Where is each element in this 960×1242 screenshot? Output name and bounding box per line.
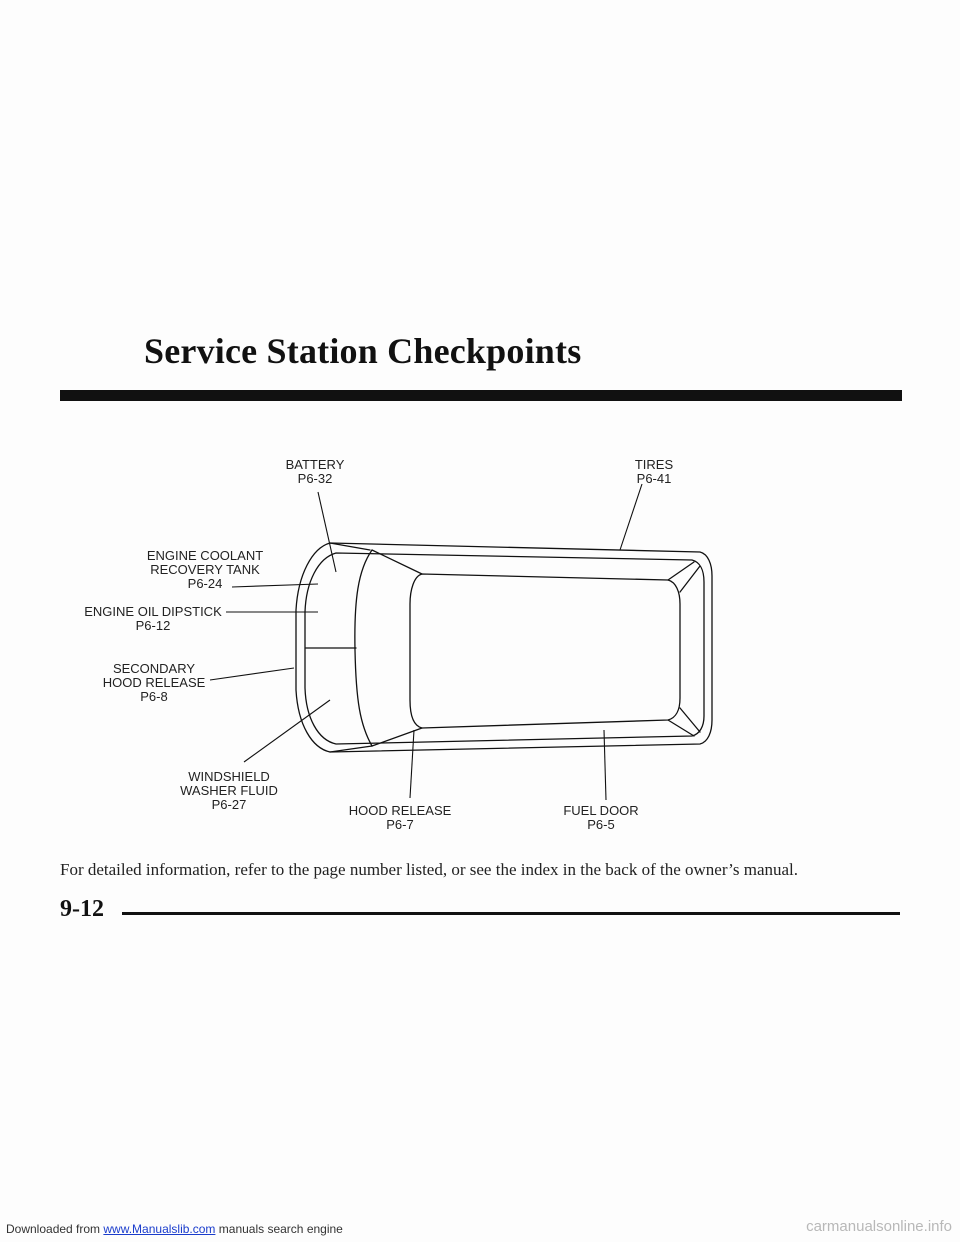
battery-label: BATTERY P6-32 — [286, 458, 345, 486]
oil-dipstick-label-name: ENGINE OIL DIPSTICK — [84, 604, 222, 619]
footer-suffix: manuals search engine — [215, 1222, 343, 1236]
leader-battery — [317, 491, 337, 573]
secondary-hood-label-line2: HOOD RELEASE — [102, 675, 206, 690]
fuel-door-label: FUEL DOOR P6-5 — [563, 804, 638, 832]
leader-secondary-hood — [209, 667, 295, 681]
fuel-door-label-ref: P6-5 — [587, 817, 615, 832]
tires-label-name: TIRES — [634, 457, 674, 472]
page-title: Service Station Checkpoints — [144, 331, 582, 371]
title-rule — [60, 390, 902, 401]
roof-front-upper — [371, 549, 423, 575]
engine-coolant-label: ENGINE COOLANT RECOVERY TANK P6-24 — [147, 549, 263, 591]
leader-hood-release — [409, 729, 415, 799]
engine-coolant-label-line1: ENGINE COOLANT — [146, 548, 264, 563]
footer-prefix: Downloaded from — [6, 1222, 104, 1236]
washer-fluid-label-line1: WINDSHIELD — [188, 769, 270, 784]
washer-fluid-label: WINDSHIELD WASHER FLUID P6-27 — [180, 770, 278, 812]
tires-label: TIRES P6-41 — [635, 458, 673, 486]
hood-release-label-ref: P6-7 — [386, 817, 414, 832]
leader-tires — [619, 483, 643, 551]
manualslib-link[interactable]: www.Manualslib.com — [103, 1222, 216, 1236]
washer-fluid-label-line2: WASHER FLUID — [180, 783, 278, 798]
rear-pillar-lower — [679, 707, 701, 733]
engine-coolant-label-line2: RECOVERY TANK — [150, 562, 260, 577]
battery-label-ref: P6-32 — [297, 471, 333, 486]
hood-release-label-name: HOOD RELEASE — [348, 803, 452, 818]
secondary-hood-label-line1: SECONDARY — [112, 661, 196, 676]
rear-corner-lower — [667, 719, 695, 737]
rear-pillar-upper — [679, 565, 701, 593]
side-detail-upper — [329, 542, 371, 551]
washer-fluid-label-ref: P6-27 — [211, 797, 247, 812]
leader-engine-coolant — [231, 583, 319, 588]
page-number-rule — [122, 912, 900, 915]
page-number: 9-12 — [60, 896, 104, 922]
engine-coolant-label-ref: P6-24 — [187, 576, 223, 591]
windshield-line — [354, 549, 373, 747]
caption-text: For detailed information, refer to the p… — [60, 860, 799, 879]
watermark-text: carmanualsonline.info — [806, 1218, 952, 1235]
leader-fuel-door — [603, 729, 607, 801]
side-detail-lower — [329, 745, 373, 753]
roof-outline — [409, 573, 681, 729]
hood-release-label: HOOD RELEASE P6-7 — [349, 804, 452, 832]
secondary-hood-release-label: SECONDARY HOOD RELEASE P6-8 — [103, 662, 206, 704]
oil-dipstick-label-ref: P6-12 — [135, 618, 171, 633]
rear-corner-upper — [667, 561, 695, 581]
secondary-hood-label-ref: P6-8 — [140, 689, 168, 704]
tires-label-ref: P6-41 — [636, 471, 672, 486]
vehicle-body-inner-line — [304, 552, 705, 745]
fuel-door-label-name: FUEL DOOR — [563, 803, 639, 818]
oil-dipstick-label: ENGINE OIL DIPSTICK P6-12 — [84, 605, 222, 633]
battery-label-name: BATTERY — [285, 457, 345, 472]
leader-washer-fluid — [243, 699, 331, 763]
download-footer: Downloaded from www.Manualslib.com manua… — [6, 1222, 343, 1236]
